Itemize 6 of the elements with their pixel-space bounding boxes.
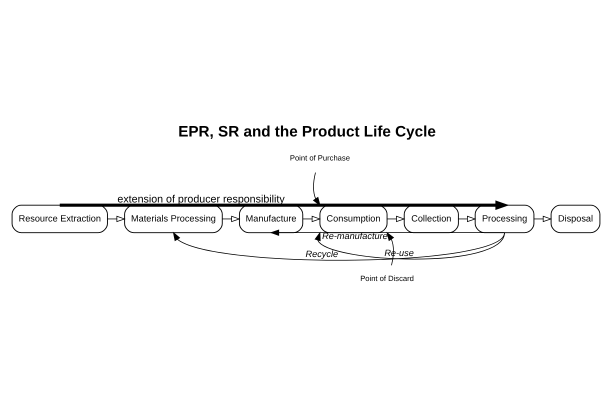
edge-label: extension of producer responsibility	[117, 192, 285, 205]
edge-label: Re-manufacture	[322, 230, 388, 241]
node-text: Point of Discard	[360, 274, 414, 283]
node-text: Point of Purchase	[290, 153, 350, 162]
diagram-title: EPR, SR and the Product Life Cycle	[178, 123, 436, 140]
edge-label: Recycle	[306, 248, 338, 258]
